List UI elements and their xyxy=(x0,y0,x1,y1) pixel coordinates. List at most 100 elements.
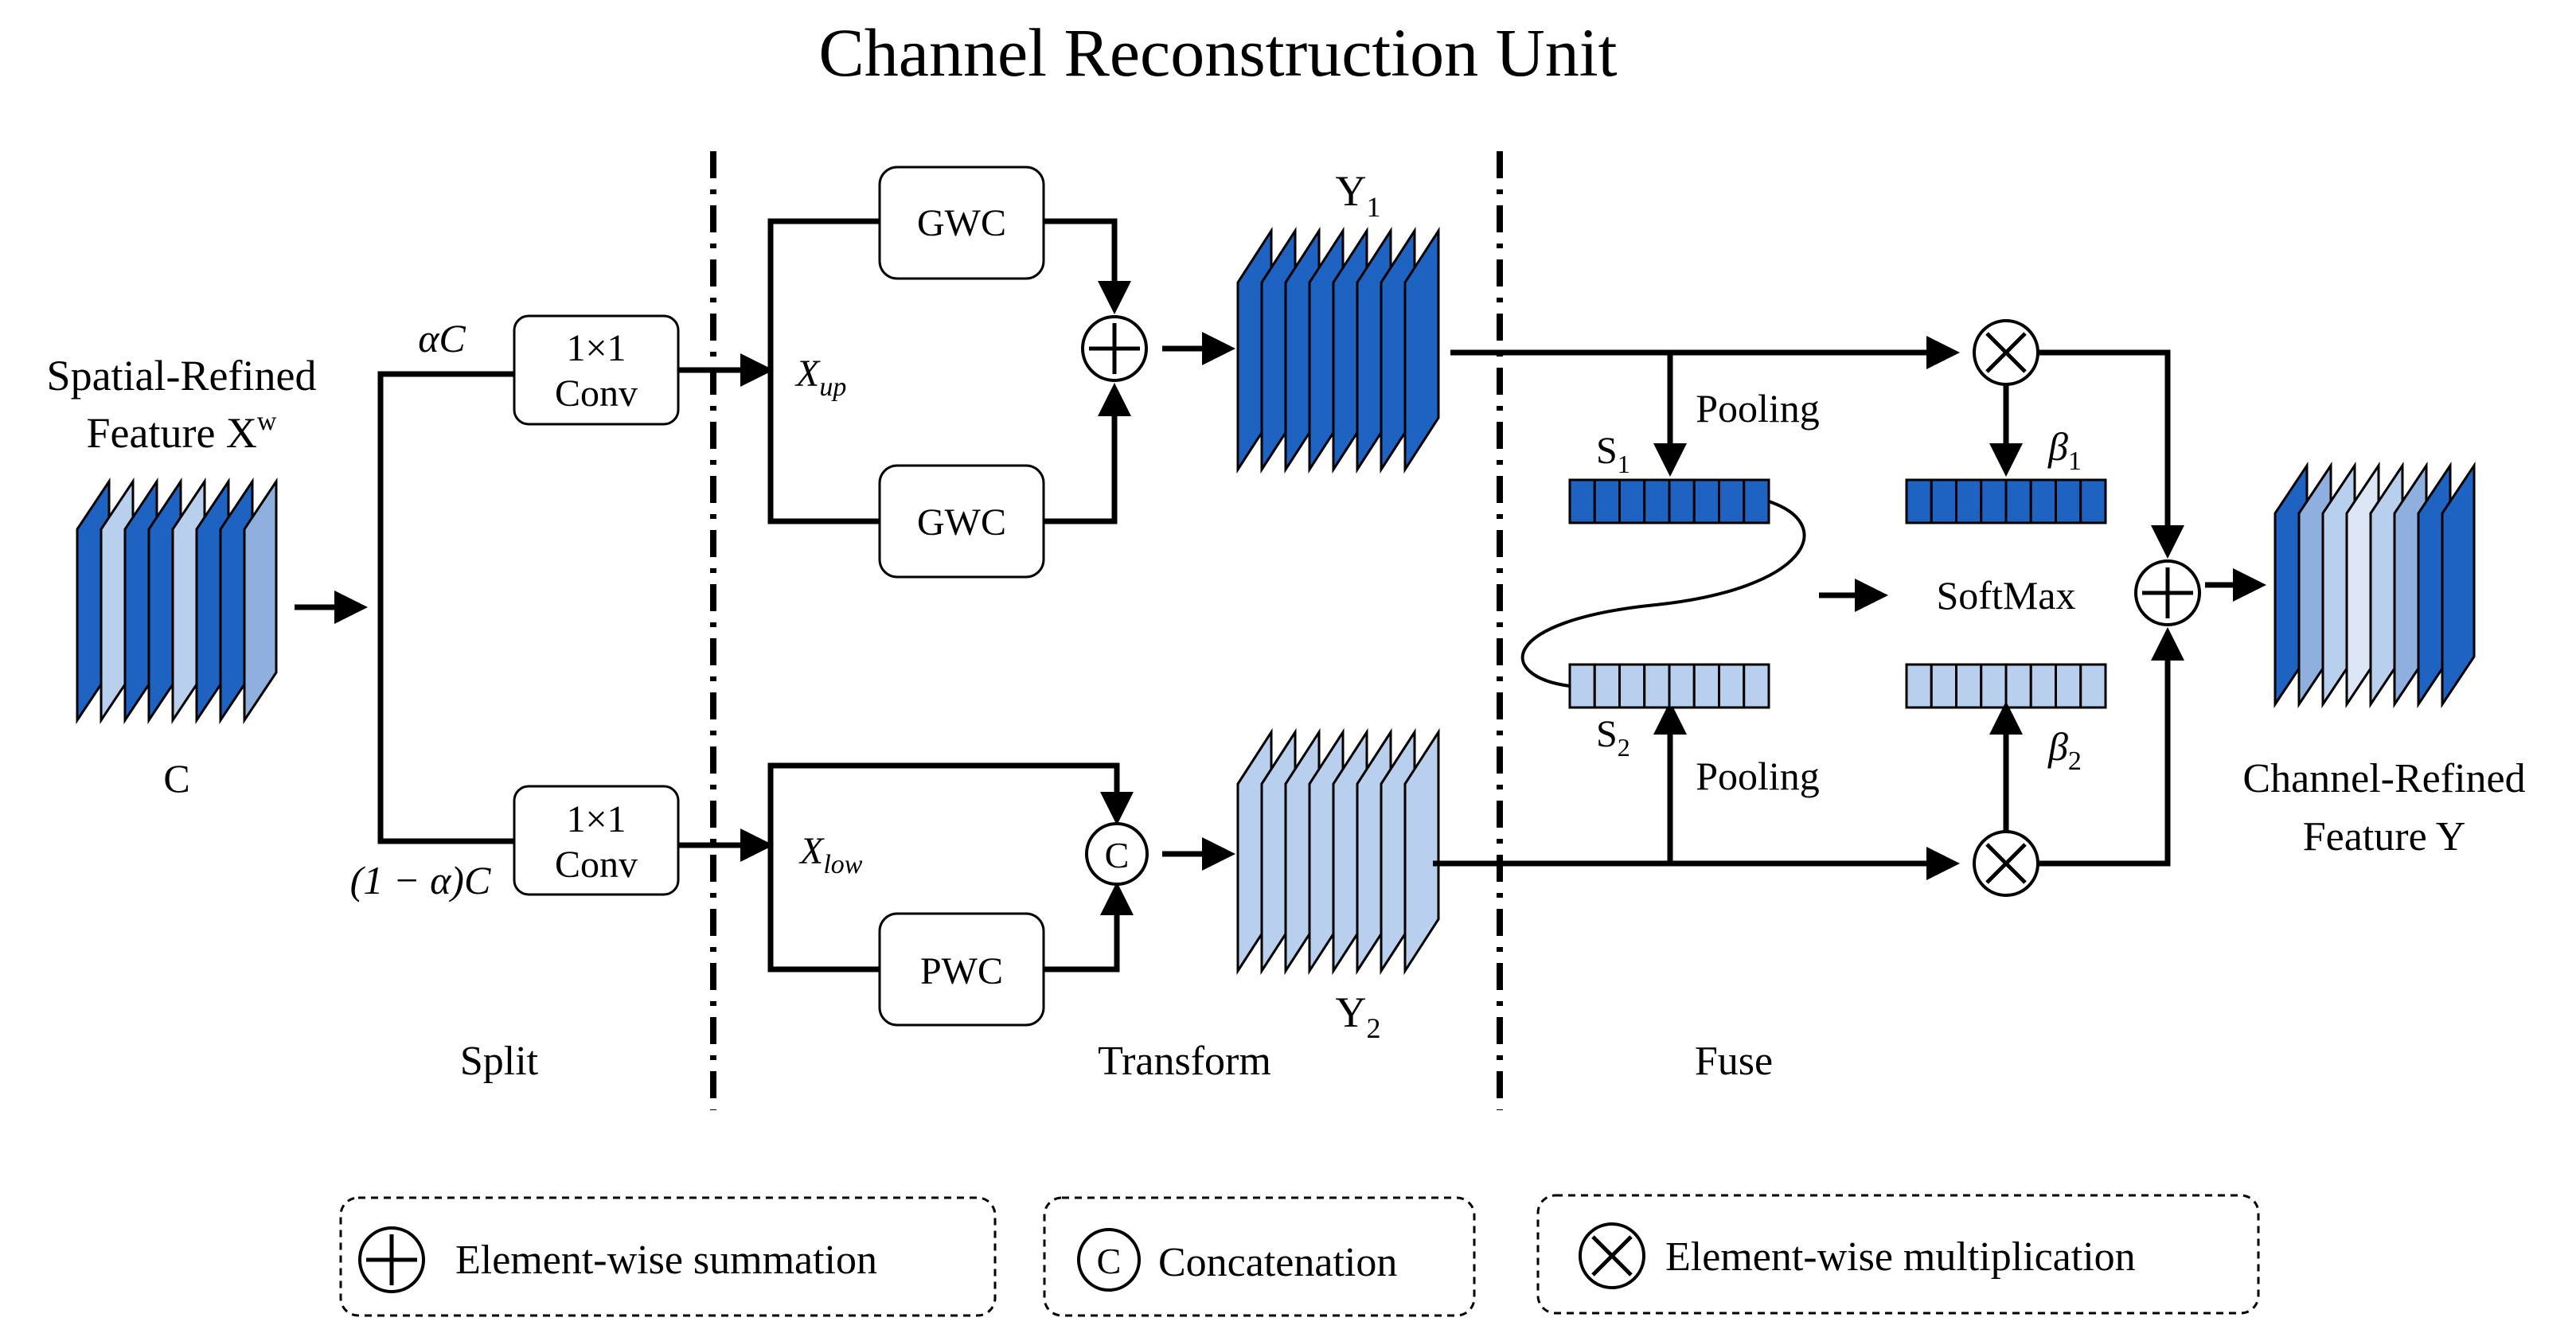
s1-cell xyxy=(1668,478,1696,524)
y2-feature-map-slice xyxy=(1403,727,1440,976)
s1-cell xyxy=(1568,478,1596,524)
conv-lower-line2: Conv xyxy=(555,844,638,886)
beta1-cell xyxy=(2004,478,2032,524)
s2-label: S2 xyxy=(1596,713,1630,762)
s2-cell xyxy=(1743,663,1770,709)
s2-cell xyxy=(1643,663,1671,709)
legend-concat-icon: C xyxy=(1077,1228,1141,1292)
y2-label: Y2 xyxy=(1336,988,1381,1044)
beta1-cell xyxy=(1980,478,2008,524)
y1-feature-map-slice xyxy=(1403,226,1440,474)
mult-symbol-top xyxy=(1973,319,2039,386)
legend-mult-icon xyxy=(1579,1222,1645,1289)
input-feature-map-slice xyxy=(243,477,278,724)
s1-cell xyxy=(1618,478,1646,524)
softmax-curve xyxy=(1520,500,1806,688)
beta2-cell xyxy=(1930,663,1957,709)
output-label-line1: Channel-Refined xyxy=(2242,756,2525,801)
output-label-line2: Feature Y xyxy=(2303,814,2466,860)
s1-cell xyxy=(1692,478,1720,524)
s1-cell xyxy=(1718,478,1746,524)
s2-cell xyxy=(1618,663,1646,709)
beta1-cell xyxy=(1930,478,1957,524)
mult-top-to-sum xyxy=(2038,349,2184,559)
legend-concat: C Concatenation xyxy=(1043,1196,1476,1317)
y2-feature-stack xyxy=(1236,727,1440,976)
lower-pwc-wires xyxy=(767,845,880,973)
legend-mult: Element-wise multiplication xyxy=(1536,1194,2260,1315)
conv-upper-line1: 1×1 xyxy=(566,327,626,369)
gwc-bottom-to-sum xyxy=(1044,383,1131,524)
conv-upper: 1×1 Conv xyxy=(513,314,680,426)
pwc-box: PWC xyxy=(878,912,1045,1027)
gwc-bottom-box: GWC xyxy=(878,464,1045,579)
stage-fuse-label: Fuse xyxy=(1695,1039,1773,1084)
beta2-cell xyxy=(2029,663,2057,709)
stage-transform-label: Transform xyxy=(1098,1039,1271,1084)
sum-symbol-fuse xyxy=(2134,559,2201,626)
legend-sum-label: Element-wise summation xyxy=(455,1238,877,1283)
input-feature-stack xyxy=(76,477,278,724)
s2-cell xyxy=(1718,663,1746,709)
pooling-top-label: Pooling xyxy=(1696,386,1820,431)
beta2-vector xyxy=(1905,663,2107,709)
conv-lower-line1: 1×1 xyxy=(566,798,626,840)
pwc-to-concat xyxy=(1044,882,1134,973)
mult-symbol-bottom xyxy=(1973,830,2039,897)
beta2-cell xyxy=(1955,663,1983,709)
legend-concat-letter: C xyxy=(1097,1241,1122,1281)
softmax-label: SoftMax xyxy=(1937,573,2076,618)
s1-cell xyxy=(1743,478,1770,524)
input-label-line1: Spatial-Refined xyxy=(47,352,317,400)
beta1-cell xyxy=(2055,478,2082,524)
beta1-vector xyxy=(1905,478,2107,524)
concat-symbol-letter: C xyxy=(1105,835,1130,875)
s2-cell xyxy=(1668,663,1696,709)
legend-mult-label: Element-wise multiplication xyxy=(1665,1234,2136,1280)
mult-bottom-to-sum xyxy=(2038,627,2184,867)
diagram-title: Channel Reconstruction Unit xyxy=(818,14,1617,91)
pwc-label: PWC xyxy=(920,950,1003,992)
gwc-top-to-sum xyxy=(1044,218,1131,314)
conv-upper-line2: Conv xyxy=(555,372,638,415)
s1-vector xyxy=(1568,478,1770,524)
s1-label: S1 xyxy=(1596,430,1630,478)
beta2-cell xyxy=(2079,663,2107,709)
beta2-cell xyxy=(2055,663,2082,709)
beta2-cell xyxy=(2004,663,2032,709)
upper-branch-wires xyxy=(767,218,880,524)
beta2-cell xyxy=(1980,663,2008,709)
stage-split-label: Split xyxy=(460,1039,539,1084)
gwc-bottom-label: GWC xyxy=(917,501,1006,544)
legend-concat-label: Concatenation xyxy=(1158,1240,1397,1285)
beta1-cell xyxy=(1905,478,1933,524)
beta1-label: β1 xyxy=(2047,424,2082,476)
sum-symbol-transform xyxy=(1081,315,1148,382)
s1-cell xyxy=(1593,478,1621,524)
x-low-label: Xlow xyxy=(798,830,863,879)
s2-cell xyxy=(1568,663,1596,709)
beta1-cell xyxy=(2029,478,2057,524)
gwc-top-label: GWC xyxy=(917,202,1006,244)
output-feature-map-slice xyxy=(2441,462,2476,708)
beta2-label: β2 xyxy=(2047,724,2082,776)
concat-symbol-transform: C xyxy=(1085,822,1149,886)
beta1-cell xyxy=(2079,478,2107,524)
split-trunk xyxy=(377,371,514,844)
s2-cell xyxy=(1593,663,1621,709)
legend-sum-icon xyxy=(358,1226,425,1293)
output-feature-stack xyxy=(2274,462,2476,708)
s1-cell xyxy=(1643,478,1671,524)
beta2-cell xyxy=(1905,663,1933,709)
split-upper-ratio: αC xyxy=(418,316,466,361)
legend-sum: Element-wise summation xyxy=(339,1196,997,1317)
gwc-top-box: GWC xyxy=(878,166,1045,280)
pooling-bottom-label: Pooling xyxy=(1696,754,1820,798)
s2-cell xyxy=(1692,663,1720,709)
y1-label: Y1 xyxy=(1336,167,1381,223)
split-lower-ratio: (1 − α)C xyxy=(350,858,491,902)
y1-feature-stack xyxy=(1236,226,1440,474)
x-up-label: Xup xyxy=(794,353,846,402)
conv-lower: 1×1 Conv xyxy=(513,785,680,896)
